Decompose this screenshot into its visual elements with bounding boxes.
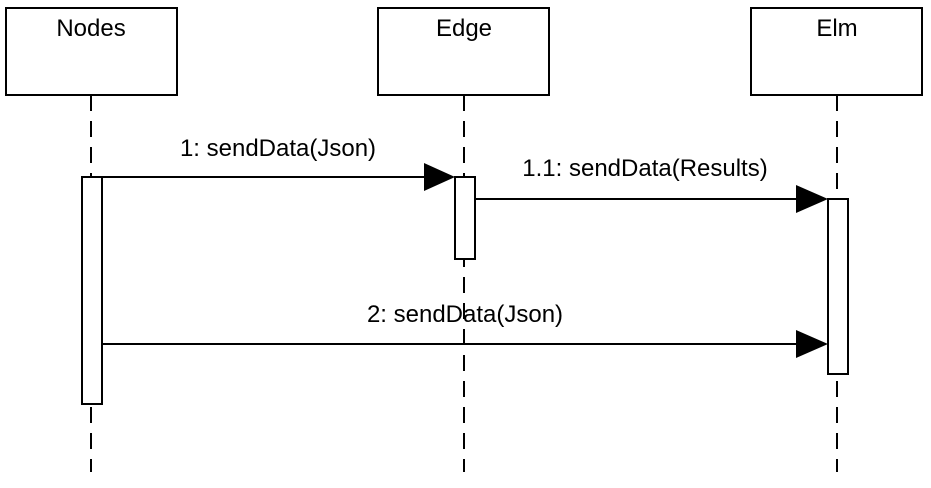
participant-label: Edge	[436, 15, 492, 42]
message-1: 1: sendData(Json)	[102, 135, 455, 191]
message-1-1: 1.1: sendData(Results)	[475, 155, 828, 213]
activation-bar-nodes	[81, 176, 103, 405]
activation-bar-elm	[827, 198, 849, 375]
arrowhead-icon	[796, 185, 828, 213]
message-label: 1.1: sendData(Results)	[522, 155, 767, 182]
activation-bar-edge	[454, 176, 476, 260]
arrowhead-icon	[424, 163, 455, 191]
participant-label: Nodes	[56, 15, 125, 42]
arrowhead-icon	[796, 330, 828, 358]
message-label: 1: sendData(Json)	[180, 135, 376, 162]
participant-box	[5, 7, 178, 96]
participant-nodes: Nodes	[5, 7, 178, 96]
participant-label: Elm	[816, 15, 857, 42]
message-label: 2: sendData(Json)	[367, 301, 563, 328]
participant-box	[750, 7, 923, 96]
message-2: 2: sendData(Json)	[102, 301, 828, 358]
participant-box	[377, 7, 550, 96]
participant-elm: Elm	[750, 7, 923, 96]
participant-edge: Edge	[377, 7, 550, 96]
